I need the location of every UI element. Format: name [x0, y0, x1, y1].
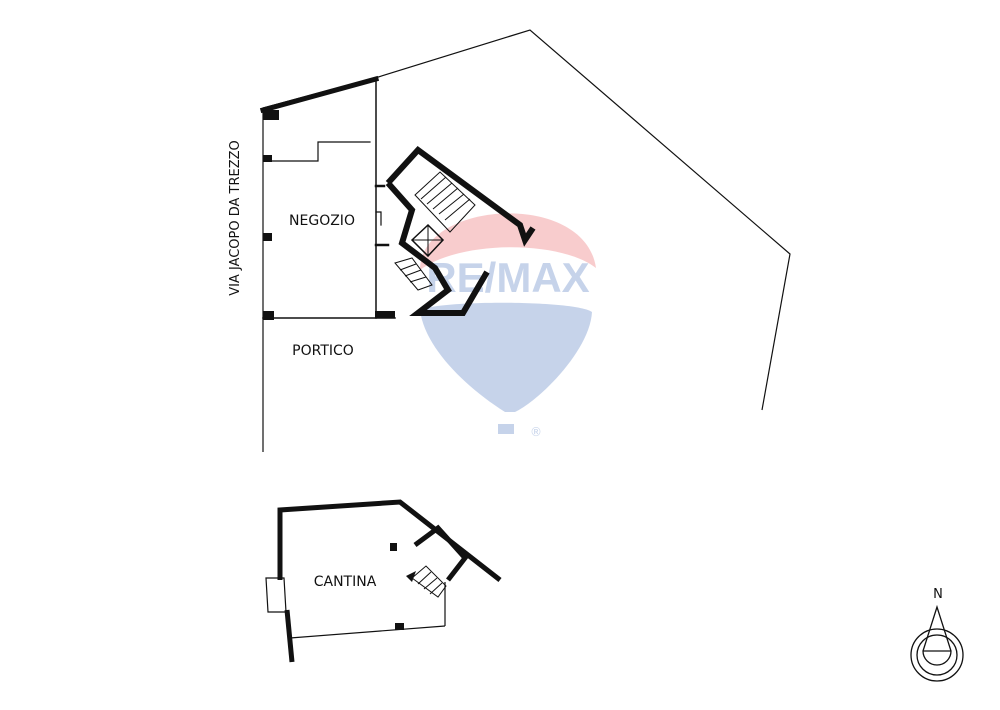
stair-core-inner-wall — [385, 181, 490, 316]
tread — [399, 263, 417, 271]
ground-floor-walls — [259, 75, 396, 319]
compass-outer-ring — [910, 628, 964, 682]
watermark-registered-mark: ® — [530, 425, 542, 439]
lot-boundary — [262, 29, 791, 452]
pillar — [395, 623, 404, 630]
cellar-stair-flight — [411, 565, 447, 598]
compass-needle-icon — [922, 604, 952, 666]
pillar — [263, 233, 272, 241]
remax-watermark: RE/MAX ® — [420, 213, 596, 439]
balloon-basket — [498, 424, 514, 434]
pillars — [263, 110, 395, 320]
tread — [429, 582, 443, 595]
stair-flight-lower — [394, 257, 433, 291]
tread — [426, 182, 453, 205]
tread — [417, 571, 432, 585]
pillar — [263, 311, 274, 320]
room-label-negozio: NEGOZIO — [289, 213, 355, 229]
cellar-window-niche — [265, 577, 287, 613]
compass-inner-ring — [916, 634, 958, 676]
tread — [438, 193, 465, 215]
street-label: VIA JACOPO DA TREZZO — [228, 140, 243, 296]
cellar-stair-wall — [413, 524, 469, 582]
stair-flight-upper — [414, 171, 476, 233]
pillar — [390, 543, 397, 551]
tread — [409, 276, 427, 283]
tread — [444, 198, 471, 221]
tread — [432, 187, 459, 210]
pillar — [263, 110, 279, 120]
pillar — [375, 311, 395, 318]
room-label-cantina: CANTINA — [314, 574, 377, 590]
room-label-portico: PORTICO — [292, 343, 354, 359]
stair-treads — [394, 171, 476, 291]
tread — [420, 176, 447, 200]
stair-core-outer-wall — [385, 145, 536, 247]
tread — [404, 269, 422, 277]
compass-north-label: N — [933, 587, 943, 602]
tread — [423, 577, 438, 590]
door-jamb — [375, 211, 382, 226]
partition-wall — [267, 141, 371, 162]
north-compass: N — [910, 587, 964, 682]
balloon-blue-body — [420, 302, 592, 412]
watermark-brand-text: RE/MAX — [426, 254, 589, 301]
cellar-west-wall-lower — [284, 609, 295, 663]
cellar-pillars — [390, 543, 416, 630]
balloon-red-top — [420, 213, 596, 270]
stair-core — [385, 145, 536, 316]
cellar-walls — [265, 499, 502, 663]
pillar — [263, 155, 272, 162]
cellar-exterior-wall — [277, 499, 502, 582]
stair-arrow — [406, 571, 416, 582]
thick-exterior-wall — [259, 75, 380, 114]
cellar-south-wall — [289, 625, 446, 639]
